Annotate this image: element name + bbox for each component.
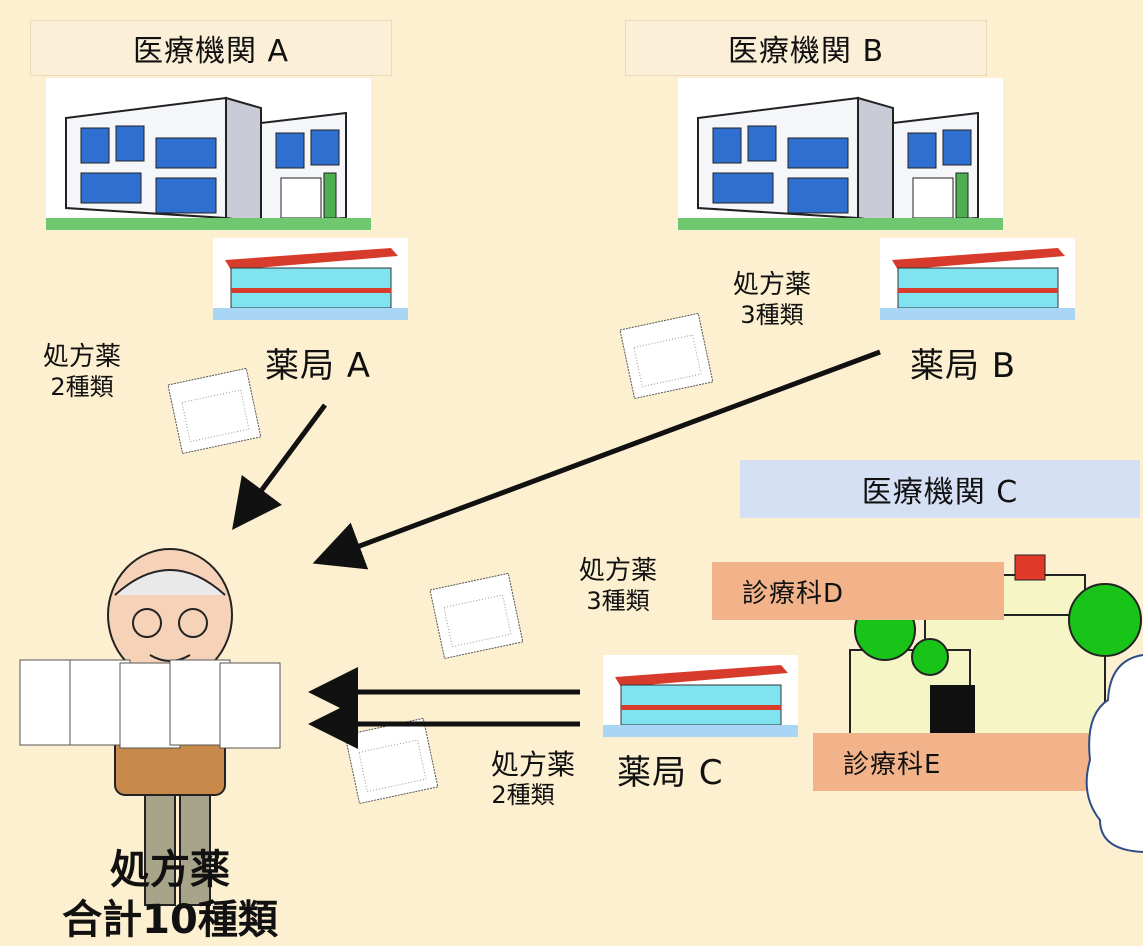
- pharmacy-a-label: 薬局 A: [265, 346, 372, 386]
- pharmacy-b-label: 薬局 B: [910, 346, 1017, 386]
- prescription-d-label: 処方薬 3種類: [553, 556, 683, 616]
- prescription-d-count: 3種類: [586, 587, 650, 615]
- clinic-c-label: 医療機関 C: [740, 460, 1140, 518]
- dept-d-label: 診療科D: [712, 562, 1004, 620]
- pharmacy-c-label: 薬局 C: [617, 753, 724, 793]
- prescription-b-label: 処方薬 3種類: [712, 270, 832, 330]
- dept-e-label: 診療科E: [813, 733, 1093, 791]
- prescription-b-count: 3種類: [740, 301, 804, 329]
- prescription-a-title: 処方薬: [42, 342, 121, 372]
- prescription-a-count: 2種類: [50, 373, 114, 401]
- total-prescriptions: 処方薬 合計10種類: [0, 845, 340, 945]
- prescription-d-title: 処方薬: [578, 556, 657, 586]
- prescription-a-label: 処方薬 2種類: [22, 342, 142, 402]
- arrow-pharmacy-b-to-patient: [312, 349, 881, 570]
- prescription-e-count: 2種類: [491, 781, 555, 809]
- prescription-e-title: 処方薬: [490, 748, 575, 781]
- total-title: 処方薬: [110, 847, 230, 893]
- clinic-a-label: 医療機関 A: [30, 20, 392, 76]
- prescription-b-title: 処方薬: [732, 270, 811, 300]
- clinic-b-label: 医療機関 B: [625, 20, 987, 76]
- total-count: 合計10種類: [62, 897, 278, 943]
- arrow-pharmacy-a-to-patient: [232, 403, 328, 531]
- prescription-e-label: 処方薬 2種類: [468, 750, 598, 810]
